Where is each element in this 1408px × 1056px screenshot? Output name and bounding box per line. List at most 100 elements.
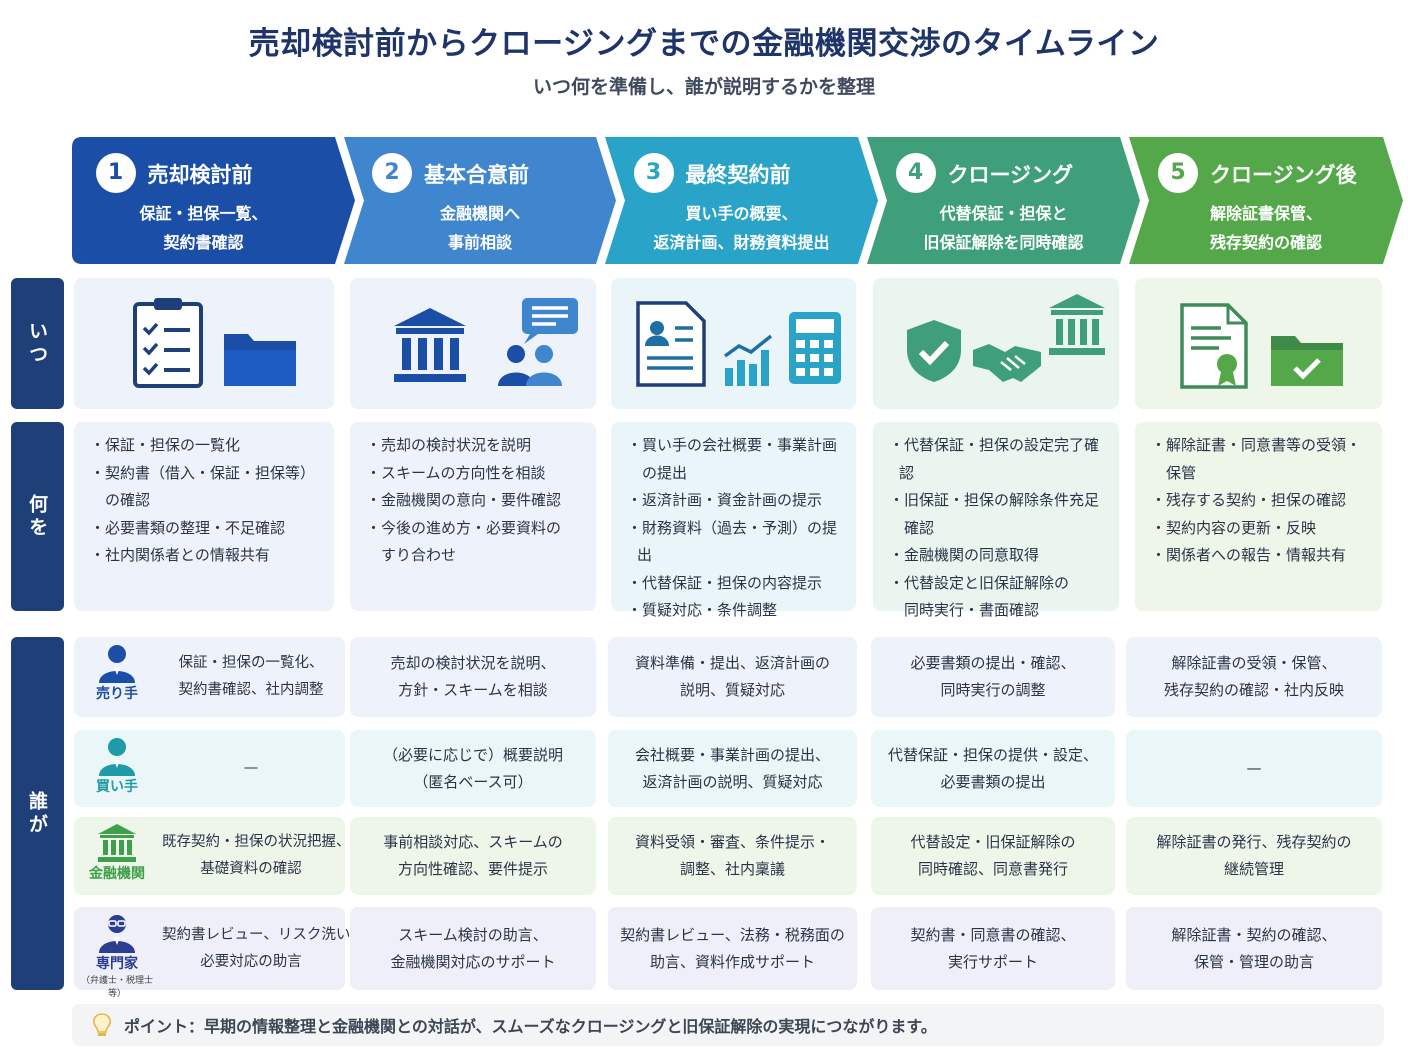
actor-label: 買い手 — [96, 779, 138, 795]
step2-icons — [350, 278, 596, 409]
what-item: ・金融機関の同意取得 — [889, 546, 1040, 564]
row-label-when: いつ — [11, 278, 64, 409]
step-title: クロージング後 — [1210, 163, 1357, 187]
who-text: 契約書・同意書の確認、 実行サポート — [910, 925, 1076, 971]
who-cell-bank-step4: 代替設定・旧保証解除の 同時確認、同意書発行 — [871, 817, 1115, 895]
row-label-who: 誰が — [11, 637, 64, 990]
step5-icons — [1135, 278, 1382, 409]
who-text: 解除証書の受領・保管、 残存契約の確認・社内反映 — [1163, 654, 1344, 699]
what-item: ・売却の検討状況を説明 — [366, 436, 532, 454]
what-item: ・質疑対応・条件調整 — [627, 601, 778, 619]
page-subtitle: いつ何を準備し、誰が説明するかを整理 — [532, 76, 875, 98]
bank-icon — [394, 308, 466, 382]
bank-icon — [98, 824, 136, 862]
who-cell-buyer-step5: — — [1126, 730, 1382, 807]
step4-icons — [873, 278, 1119, 409]
step-description: 買い手の概要、返済計画、財務資料提出 — [625, 199, 858, 257]
actor-label: 金融機関 — [89, 866, 145, 882]
step-description-line2: 事前相談 — [447, 233, 512, 252]
folder-check-icon — [1271, 336, 1343, 386]
who-cell-expert-step3: 契約書レビュー、法務・税務面の 助言、資料作成サポート — [608, 907, 857, 990]
who-text: 解除証書の発行、残存契約の 継続管理 — [1156, 833, 1352, 878]
actor-sublabel: （弁護士・税理士等） — [80, 976, 153, 999]
row-label-what: 何を — [11, 422, 64, 611]
shield-check-icon — [907, 320, 961, 382]
who-text: 会社概要・事業計画の提出、 返済計画の説明、質疑対応 — [634, 745, 830, 791]
step4-what-cell: ・代替保証・担保の設定完了確認・旧保証・担保の解除条件充足 確認・金融機関の同意… — [873, 422, 1119, 619]
what-list: ・代替保証・担保の設定完了確認・旧保証・担保の解除条件充足 確認・金融機関の同意… — [889, 432, 1111, 625]
what-item: ・契約書（借入・保証・担保等） — [90, 463, 316, 482]
step-description-line1: 解除証書保管、 — [1209, 204, 1322, 223]
point-note: ポイント：早期の情報整理と金融機関との対話が、スムーズなクロージングと旧保証解除… — [72, 1004, 1384, 1046]
who-text: — — [1246, 759, 1262, 777]
buyer-person-icon — [99, 738, 135, 776]
who-cell-seller-step2: 売却の検討状況を説明、 方針・スキームを相談 — [350, 637, 596, 717]
step-description: 保証・担保一覧、契約書確認 — [72, 199, 335, 257]
who-cell-seller-step5: 解除証書の受領・保管、 残存契約の確認・社内反映 — [1126, 637, 1382, 717]
bank-icon — [1049, 294, 1105, 355]
step-5-header: 5 クロージング後解除証書保管、残存契約の確認 — [1129, 137, 1403, 264]
what-item: の提出 — [627, 463, 688, 482]
who-text: 契約書レビュー、法務・税務面の 助言、資料作成サポート — [620, 925, 845, 971]
step5-what-cell: ・解除証書・同意書等の受領・ 保管・残存する契約・担保の確認・契約内容の更新・反… — [1135, 422, 1382, 611]
who-cell-expert-step2: スキーム検討の助言、 金融機関対応のサポート — [350, 907, 596, 990]
folder-icon — [224, 334, 296, 386]
what-item: 確認 — [889, 518, 935, 537]
step-description: 解除証書保管、残存契約の確認 — [1149, 199, 1383, 257]
actor-label: 専門家 — [96, 956, 138, 972]
step1-what-cell: ・保証・担保の一覧化・契約書（借入・保証・担保等） の確認・必要書類の整理・不足… — [74, 422, 334, 611]
what-item: ・スキームの方向性を相談 — [366, 463, 546, 482]
consultation-icon — [498, 298, 578, 386]
what-list: ・保証・担保の一覧化・契約書（借入・保証・担保等） の確認・必要書類の整理・不足… — [90, 432, 326, 570]
who-cell-buyer-step2: （必要に応じで）概要説明 （匿名ベース可） — [350, 730, 596, 807]
step-title: 基本合意前 — [424, 163, 529, 187]
what-item: ・今後の進め方・必要資料の — [366, 518, 562, 537]
step3-icons — [611, 278, 856, 409]
step-title: 最終契約前 — [685, 163, 791, 187]
step-number: 3 — [633, 153, 674, 193]
who-text: 契約書レビュー、リスク洗い出し、 必要対応の助言 — [162, 926, 394, 970]
what-item: ・買い手の会社概要・事業計画 — [627, 436, 838, 454]
what-item: ・金融機関の意向・要件確認 — [366, 491, 562, 509]
handshake-icon — [973, 344, 1041, 382]
page-title: 売却検討前からクロージングまでの金融機関交渉のタイムライン — [248, 26, 1160, 62]
step-number: 2 — [372, 153, 412, 193]
what-item: ・解除証書・同意書等の受領・ — [1151, 436, 1362, 454]
point-text: ポイント：早期の情報整理と金融機関との対話が、スムーズなクロージングと旧保証解除… — [124, 1017, 937, 1036]
actor-label: 売り手 — [96, 686, 138, 702]
who-text: 必要書類の提出・確認、 同時実行の調整 — [910, 654, 1076, 699]
who-text: — — [243, 760, 259, 776]
who-text: 解除証書・契約の確認、 保管・管理の助言 — [1171, 925, 1337, 971]
step-arrow-shape — [72, 137, 355, 264]
who-text: 既存契約・担保の状況把握、 基礎資料の確認 — [162, 834, 351, 877]
calculator-icon — [789, 312, 841, 384]
clipboard-checklist-icon — [133, 298, 203, 388]
what-item: ・旧保証・担保の解除条件充足 — [889, 491, 1100, 509]
step-description-line1: 買い手の概要、 — [685, 204, 798, 223]
what-item: ・返済計画・資金計画の提示 — [627, 491, 823, 509]
who-text: 代替設定・旧保証解除の 同時確認、同意書発行 — [910, 833, 1076, 878]
step-description-line1: 保証・担保一覧、 — [139, 204, 268, 223]
step-description-line2: 返済計画、財務資料提出 — [653, 233, 830, 252]
who-text: スキーム検討の助言、 金融機関対応のサポート — [390, 925, 556, 971]
step-description-line1: 代替保証・担保と — [939, 204, 1068, 223]
what-item: ・残存する契約・担保の確認 — [1151, 491, 1347, 509]
who-cell-expert-step4: 契約書・同意書の確認、 実行サポート — [871, 907, 1115, 990]
who-text: 資料受領・審査、条件提示・ 調整、社内稟議 — [634, 833, 830, 878]
step1-icons — [74, 278, 334, 409]
step-number: 5 — [1158, 153, 1198, 193]
step-description: 代替保証・担保と旧保証解除を同時確認 — [887, 199, 1120, 257]
step-3-header: 3 最終契約前買い手の概要、返済計画、財務資料提出 — [605, 137, 878, 264]
what-item: ・代替保証・担保の設定完了確認 — [889, 436, 1100, 482]
what-item: すり合わせ — [366, 546, 457, 564]
what-item: 同時実行・書面確認 — [889, 601, 1040, 619]
step-description-line1: 金融機関へ — [439, 204, 520, 223]
step-description-line2: 旧保証解除を同時確認 — [923, 233, 1084, 252]
who-cell-bank-step5: 解除証書の発行、残存契約の 継続管理 — [1126, 817, 1382, 895]
what-item: の確認 — [90, 491, 151, 509]
bar-chart-icon — [723, 334, 773, 386]
step-description-line2: 契約書確認 — [163, 233, 244, 252]
actor-expert: 専門家 （弁護士・税理士等） — [76, 913, 158, 999]
